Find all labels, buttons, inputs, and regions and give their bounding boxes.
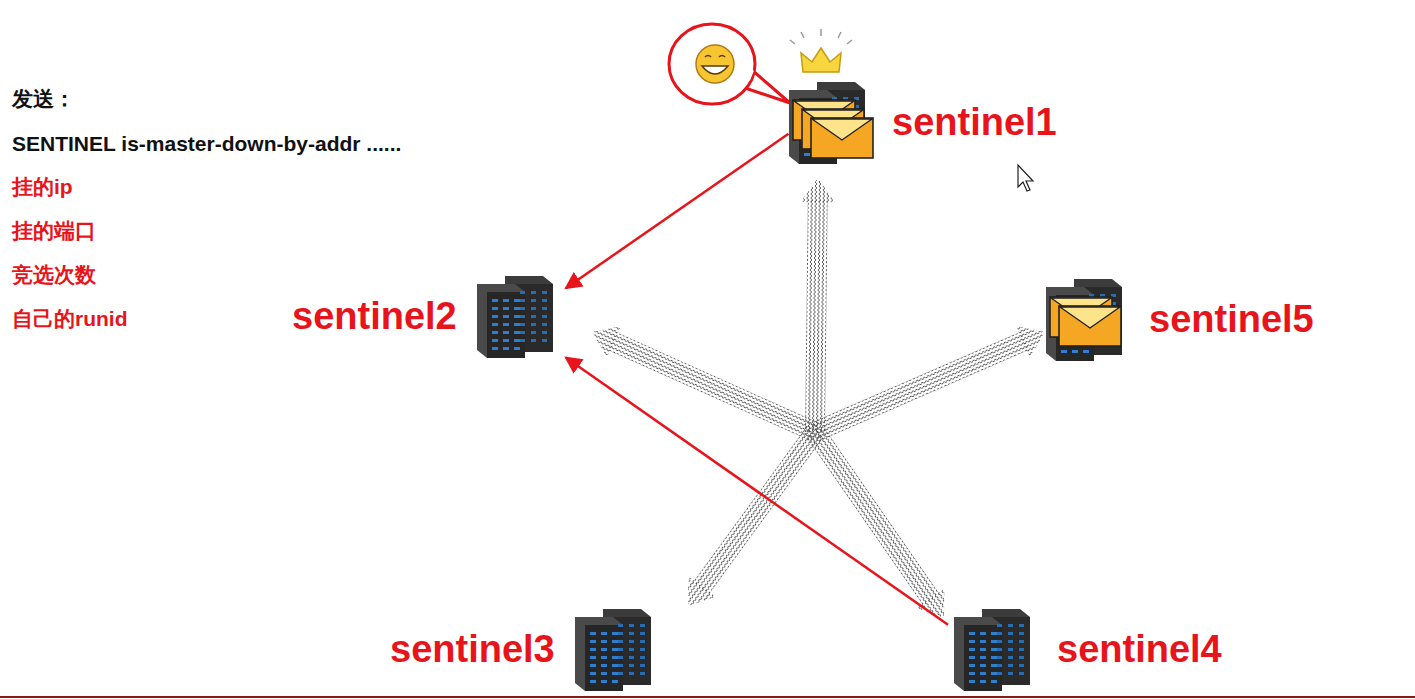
vote-request-arrow: [566, 358, 948, 625]
arrow-shaft: [811, 332, 1029, 442]
mouse-cursor: [1018, 165, 1033, 191]
sentinel-node: sentinel4: [948, 605, 1222, 695]
envelope-icon: [811, 118, 873, 158]
vote-request-arrow: [566, 134, 789, 288]
sentinel-node: sentinel2: [292, 272, 566, 362]
parameter-text: 自己的runid: [12, 306, 128, 331]
broadcast-arrows: [585, 178, 1052, 628]
sentinel-label: sentinel5: [1149, 299, 1314, 341]
command-text: SENTINEL is-master-down-by-addr ......: [12, 131, 401, 156]
server-graphic: [948, 605, 1043, 695]
arrow-shaft: [693, 426, 823, 594]
envelope-icon: [1059, 306, 1121, 346]
parameter-text: 竞选次数: [12, 262, 96, 287]
sentinel-node: sentinel3: [390, 605, 664, 695]
broadcast-arrow: [798, 178, 835, 432]
broadcast-arrow: [808, 316, 1052, 447]
server-graphic: [471, 272, 566, 362]
sentinel-node: sentinel1: [783, 78, 1057, 168]
parameter-text: 挂的ip: [12, 174, 73, 199]
sentinel-node: sentinel5: [1040, 275, 1314, 365]
broadcast-arrow: [585, 316, 822, 447]
server-icon: [575, 609, 651, 691]
arrow-head: [585, 316, 621, 357]
crown-icon: [790, 29, 852, 72]
server-graphic: [783, 78, 878, 168]
bottom-rule: [0, 696, 1415, 698]
server-graphic: [1040, 275, 1135, 365]
heading-text: 发送：: [12, 86, 75, 111]
sentinel-label: sentinel2: [292, 296, 457, 338]
arrow-head: [801, 178, 835, 202]
server-icon: [477, 276, 553, 358]
sentinel-label: sentinel1: [892, 102, 1057, 144]
arrow-shaft: [805, 200, 828, 432]
server-graphic: [569, 605, 664, 695]
arrow-head: [674, 577, 716, 616]
parameter-text: 挂的端口: [12, 218, 96, 243]
sentinel-label: sentinel3: [390, 629, 555, 671]
server-icon: [1046, 279, 1122, 361]
speech-bubble: [669, 24, 790, 104]
arrow-shaft: [807, 426, 940, 605]
server-icon: [954, 609, 1030, 691]
broadcast-arrow: [801, 422, 958, 627]
sentinel-label: sentinel4: [1057, 629, 1222, 671]
arrow-shaft: [608, 332, 819, 441]
